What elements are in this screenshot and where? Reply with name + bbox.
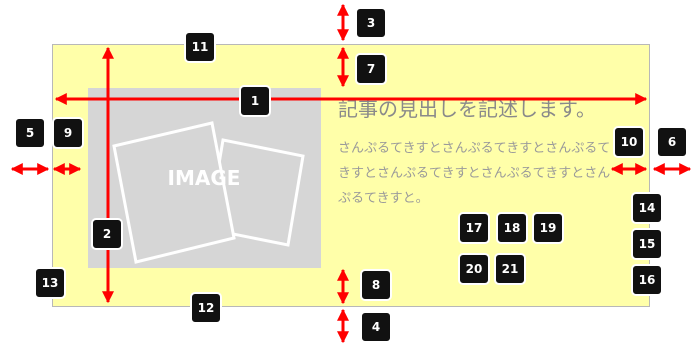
callout-badge: 12	[190, 292, 222, 324]
callout-badge: 14	[631, 192, 663, 224]
image-placeholder-icon: IMAGE	[112, 121, 305, 264]
callout-badge: 17	[458, 212, 490, 244]
callout-badge: 8	[360, 269, 392, 301]
image-placeholder: IMAGE	[88, 88, 321, 268]
callout-badge: 16	[631, 264, 663, 296]
callout-badge: 3	[355, 7, 387, 39]
callout-badge: 20	[458, 253, 490, 285]
callout-badge: 19	[532, 212, 564, 244]
callout-badge: 13	[34, 267, 66, 299]
callout-badge: 7	[355, 53, 387, 85]
callout-badge: 9	[52, 117, 84, 149]
callout-badge: 21	[494, 253, 526, 285]
callout-badge: 4	[360, 311, 392, 343]
callout-badge: 2	[91, 218, 123, 250]
callout-badge: 1	[239, 85, 271, 117]
callout-badge: 10	[613, 126, 645, 158]
callout-badge: 18	[496, 212, 528, 244]
callout-badge: 11	[184, 31, 216, 63]
callout-badge: 15	[631, 228, 663, 260]
callout-badge: 5	[14, 117, 46, 149]
image-label: IMAGE	[168, 166, 241, 190]
callout-badge: 6	[656, 126, 688, 158]
article-body: さんぷるてきすとさんぷるてきすとさんぷるてきすとさんぷるてきすとさんぷるてきすと…	[338, 141, 611, 206]
